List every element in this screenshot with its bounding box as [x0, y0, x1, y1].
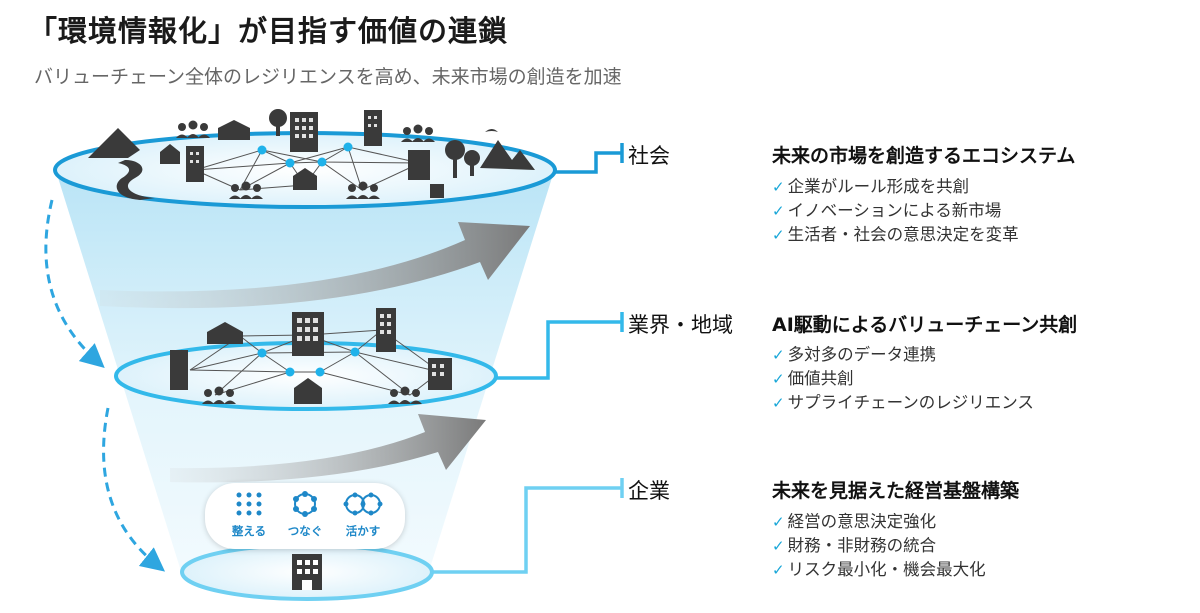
people-icon [202, 386, 236, 404]
industry-plate [114, 308, 498, 411]
mountain-icon [88, 128, 140, 158]
bullet-list-industry: ✓多対多のデータ連携 ✓価値共創 ✓サプライチェーンのレジリエンス [772, 343, 1034, 415]
people-icon [388, 386, 422, 404]
people-icon [346, 181, 380, 199]
level-label-enterprise: 企業 [628, 479, 670, 503]
building-icon [186, 110, 444, 198]
step-utilize: 活かす [333, 489, 393, 538]
enterprise-plate [180, 543, 434, 601]
bullet-list-society: ✓企業がルール形成を共創 ✓イノベーションによる新市場 ✓生活者・社会の意思決定… [772, 175, 1019, 247]
building-icon [170, 308, 452, 404]
list-item: ✓財務・非財務の統合 [772, 536, 937, 555]
people-icon [229, 181, 263, 199]
check-icon: ✓ [772, 561, 785, 579]
connector-enterprise [432, 486, 622, 574]
level-heading-society: 未来の市場を創造するエコシステム [772, 145, 1076, 167]
bird-icon [485, 129, 498, 132]
page-subtitle: バリューチェーン全体のレジリエンスを高め、未来市場の創造を加速 [34, 66, 622, 88]
step-label: つなぐ [287, 524, 323, 538]
house-icon [160, 144, 180, 164]
dots-grid-icon [236, 492, 262, 516]
list-item: ✓サプライチェーンのレジリエンス [772, 393, 1034, 412]
growth-arrow-lower [170, 414, 486, 483]
check-icon: ✓ [772, 178, 785, 196]
check-icon: ✓ [772, 202, 785, 220]
level-heading-industry: AI駆動によるバリューチェーン共創 [772, 314, 1078, 336]
enterprise-steps-pill: 整える つなぐ 活かす [205, 483, 405, 549]
tree-icon [269, 109, 480, 178]
connector-society [555, 151, 622, 174]
check-icon: ✓ [772, 513, 785, 531]
step-connect: つなぐ [275, 489, 335, 538]
level-heading-enterprise: 未来を見据えた経営基盤構築 [772, 480, 1020, 502]
list-item: ✓多対多のデータ連携 [772, 345, 937, 364]
level-label-industry: 業界・地域 [628, 313, 733, 337]
society-plate [53, 109, 557, 209]
check-icon: ✓ [772, 226, 785, 244]
mountain-icon [480, 140, 535, 170]
page-title: 「環境情報化」が目指す価値の連鎖 [28, 14, 509, 48]
step-organize: 整える [219, 489, 279, 538]
list-item: ✓リスク最小化・機会最大化 [772, 560, 986, 579]
people-icon [401, 124, 435, 142]
list-item: ✓生活者・社会の意思決定を変革 [772, 225, 1019, 244]
step-label: 活かす [345, 524, 381, 538]
level-label-society: 社会 [628, 144, 670, 168]
check-icon: ✓ [772, 537, 785, 555]
connector-industry [495, 320, 622, 380]
list-item: ✓経営の意思決定強化 [772, 512, 937, 531]
check-icon: ✓ [772, 370, 785, 388]
infinity-icon [343, 492, 383, 516]
people-icon [176, 120, 210, 138]
growth-arrow-upper [100, 222, 530, 309]
list-item: ✓イノベーションによる新市場 [772, 201, 1002, 220]
network-ring-icon [293, 491, 317, 517]
list-item: ✓価値共創 [772, 369, 854, 388]
step-label: 整える [231, 524, 267, 538]
dashed-arrow-middle-to-bottom [102, 407, 166, 572]
check-icon: ✓ [772, 394, 785, 412]
bullet-list-enterprise: ✓経営の意思決定強化 ✓財務・非財務の統合 ✓リスク最小化・機会最大化 [772, 510, 986, 582]
dashed-arrow-top-to-middle [44, 199, 105, 368]
check-icon: ✓ [772, 346, 785, 364]
list-item: ✓企業がルール形成を共創 [772, 177, 970, 196]
